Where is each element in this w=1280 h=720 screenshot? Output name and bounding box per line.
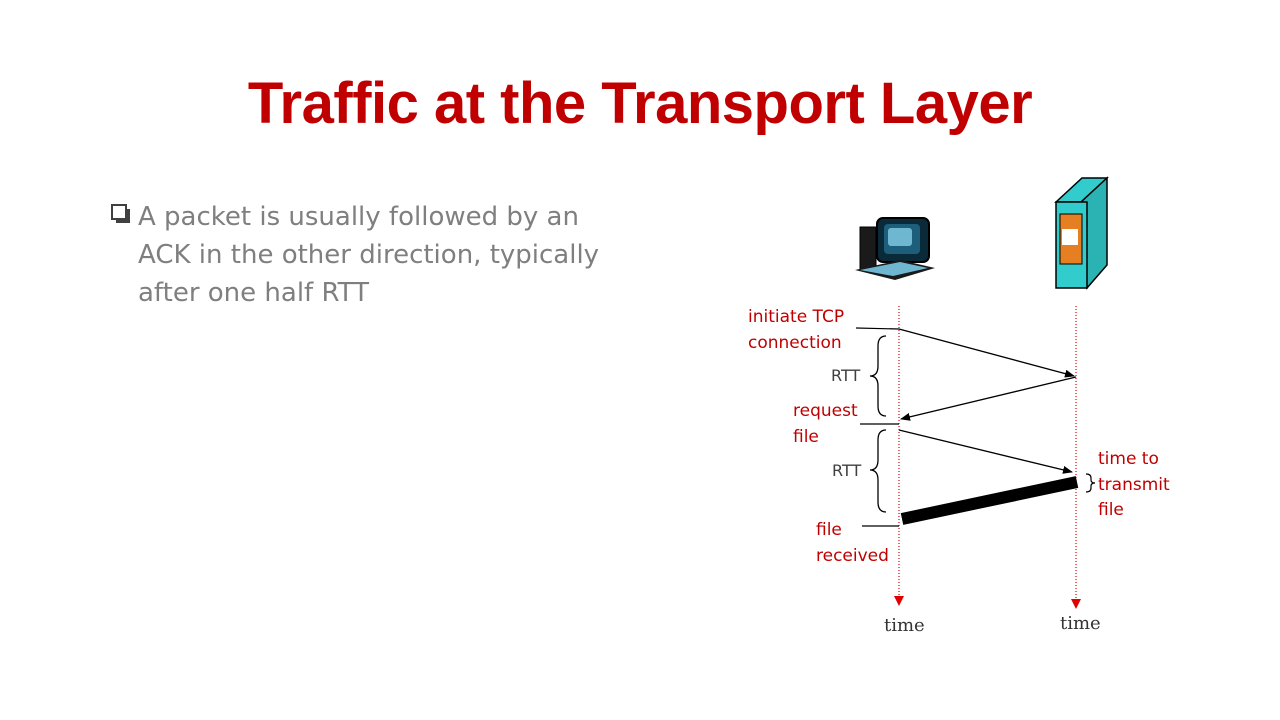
request-label-line2: file: [793, 427, 819, 447]
bullet-point: A packet is usually followed by an ACK i…: [110, 198, 610, 312]
checkbox-bullet-icon: [111, 204, 130, 223]
initiate-label-line2: connection: [748, 333, 842, 353]
bullet-text: A packet is usually followed by an ACK i…: [138, 202, 600, 308]
file-received-label-line2: received: [816, 546, 889, 566]
server-timeline-arrow-icon: [1071, 599, 1081, 609]
client-timeline-arrow-icon: [894, 596, 904, 606]
transmit-brace: [1085, 473, 1096, 493]
rtt-brace-2: [869, 429, 887, 513]
request-arrow: [898, 429, 1073, 474]
transmit-label-line1: time to: [1098, 449, 1159, 469]
rtt-brace-1: [869, 335, 887, 417]
server-tower-icon: [1054, 176, 1109, 290]
client-time-label: time: [884, 615, 925, 636]
syn-arrow: [898, 328, 1075, 378]
desktop-computer-icon: [855, 217, 935, 280]
rtt-label-2: RTT: [832, 461, 861, 480]
slide-title: Traffic at the Transport Layer: [247, 71, 1033, 136]
transmit-label-line2: transmit: [1098, 475, 1170, 495]
transmit-label-line3: file: [1098, 500, 1124, 520]
file-transfer-bar: [900, 476, 1079, 525]
rtt-label-1: RTT: [831, 366, 860, 385]
server-time-label: time: [1060, 613, 1101, 634]
initiate-label-line1: initiate TCP: [748, 307, 844, 327]
file-received-label-line1: file: [816, 520, 842, 540]
request-label-line1: request: [793, 401, 858, 421]
synack-arrow: [900, 376, 1077, 421]
